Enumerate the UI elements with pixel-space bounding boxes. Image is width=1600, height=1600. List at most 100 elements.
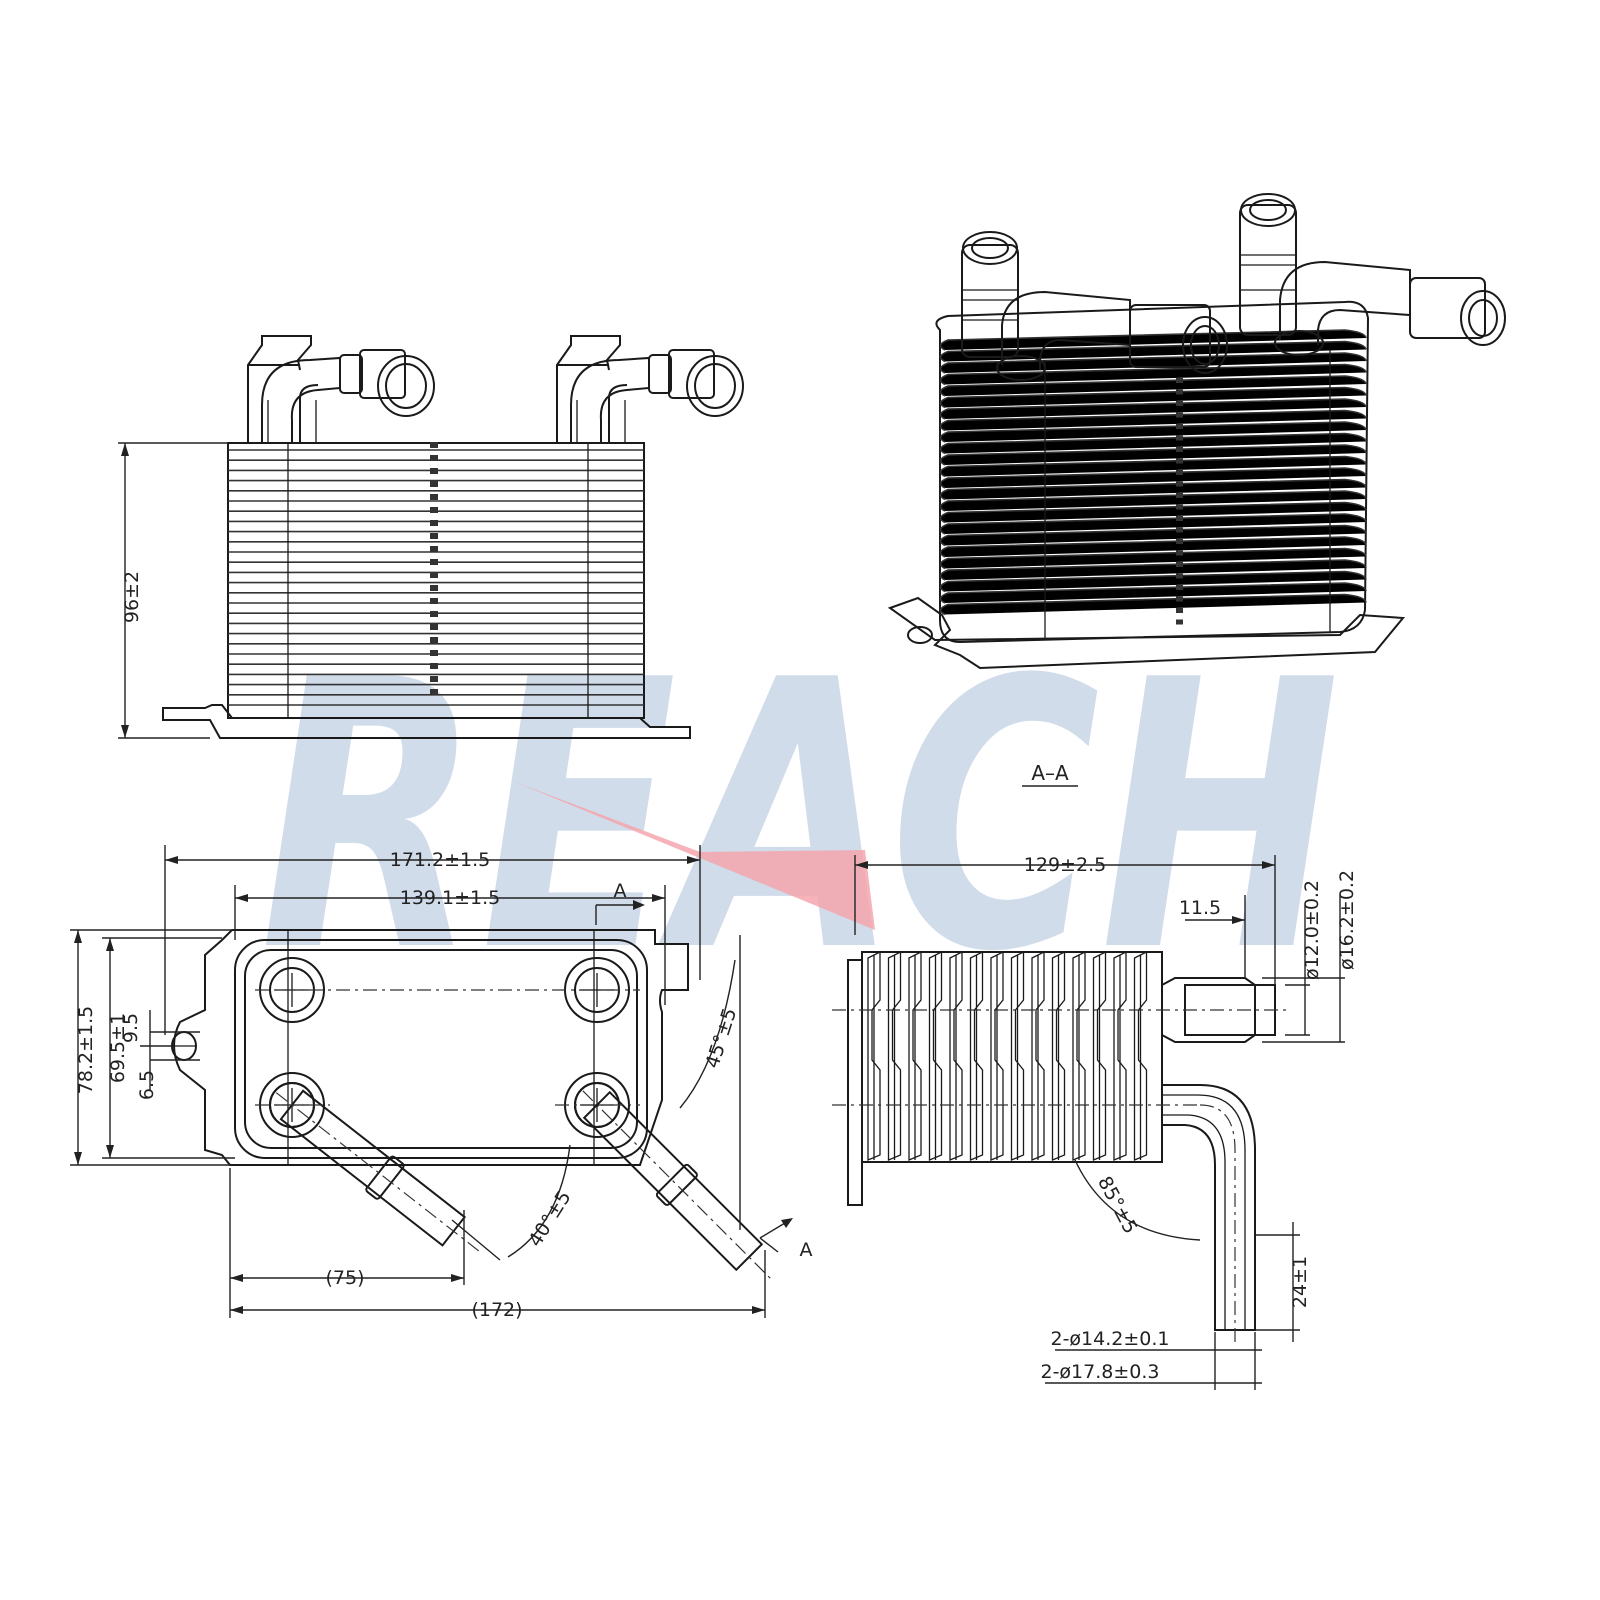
- dim-spacing-inner: (75): [229, 1168, 465, 1318]
- dim-tube-diameters: 2-ø14.2±0.1 2-ø17.8±0.3: [1040, 1328, 1262, 1390]
- section-plates: [867, 950, 1148, 1161]
- fin-notch: [430, 598, 438, 604]
- fin-line-iso: [939, 340, 1367, 363]
- fin-notch-iso: [1176, 435, 1183, 441]
- section-plate: [867, 950, 881, 1161]
- dim-core-width: 139.1±1.5: [234, 885, 666, 1005]
- dim-dia-17: 2-ø17.8±0.3: [1040, 1361, 1159, 1383]
- fin-notch: [430, 455, 438, 461]
- section-plate: [1031, 950, 1045, 1161]
- section-plate: [1051, 950, 1066, 1161]
- dim-hole-offset: 9.5 6.5: [120, 1010, 200, 1100]
- dim-dia-14: 2-ø14.2±0.1: [1050, 1328, 1169, 1350]
- dim-96: 96±2: [121, 571, 143, 623]
- outer-plate-top: [173, 929, 689, 1166]
- fin-notch: [430, 611, 438, 617]
- core-body-iso: [935, 300, 1370, 644]
- fin-notch-iso: [1176, 585, 1183, 590]
- fin-notch-iso: [1176, 458, 1183, 464]
- fin-notch-iso: [1176, 527, 1183, 533]
- cooling-fins-side: [228, 449, 644, 706]
- fin-notch: [430, 546, 438, 552]
- dim-angle-left: 40°±5: [451, 1144, 576, 1261]
- fin-line-iso: [939, 547, 1367, 570]
- fin-notch-iso: [1176, 504, 1183, 510]
- fin-line-iso: [939, 352, 1367, 374]
- section-mark-a-top: A: [614, 880, 627, 902]
- fin-notch-iso: [1176, 378, 1183, 383]
- fin-notch: [430, 494, 438, 500]
- inner-plate-top: [234, 939, 648, 1159]
- fin-notch-iso: [1176, 470, 1183, 475]
- fin-line-iso: [939, 455, 1367, 478]
- dim-172: (172): [471, 1299, 522, 1321]
- fin-line-iso: [939, 421, 1367, 443]
- fin-line-iso: [939, 409, 1367, 432]
- fin-line-iso: [939, 444, 1367, 466]
- fin-notch-iso: [1176, 424, 1183, 429]
- section-mark-a-bottom: A: [800, 1239, 813, 1261]
- fin-notch-iso: [1176, 539, 1183, 544]
- dim-139: 139.1±1.5: [400, 887, 501, 909]
- iso-elbow-right: [1274, 260, 1506, 356]
- fin-notch-iso: [1176, 481, 1183, 487]
- fin-notch-iso: [1176, 619, 1183, 625]
- section-outlet-straight: [832, 977, 1290, 1043]
- fin-notch: [430, 533, 438, 539]
- fin-notch: [430, 481, 438, 487]
- fin-notch-iso: [1176, 447, 1183, 452]
- fin-notch-iso: [1176, 493, 1183, 498]
- fin-notch: [430, 520, 438, 526]
- section-plate: [990, 950, 1004, 1161]
- section-plate: [1113, 950, 1127, 1161]
- fin-notch-iso: [1176, 550, 1183, 556]
- section-plate: [1133, 950, 1148, 1161]
- base-plate-side: [162, 704, 691, 739]
- logo-red-accent: [515, 782, 875, 930]
- fin-notch-iso: [1176, 596, 1183, 602]
- dim-9-5: 9.5: [120, 1013, 142, 1043]
- dim-6-5: 6.5: [136, 1070, 158, 1100]
- fin-notch: [430, 559, 438, 565]
- fin-notch: [430, 507, 438, 513]
- dim-78: 78.2±1.5: [75, 1006, 97, 1094]
- fin-line-iso: [939, 524, 1367, 547]
- section-title: A–A: [1031, 761, 1069, 785]
- section-mark-bottom: A: [759, 1218, 813, 1261]
- section-plate: [928, 950, 943, 1161]
- dim-dia-12: ø12.0±0.2: [1301, 880, 1323, 980]
- fin-notch-iso: [1176, 401, 1183, 406]
- fin-notch: [430, 442, 438, 448]
- fin-notch: [430, 637, 438, 643]
- fin-line-iso: [939, 467, 1367, 489]
- fin-notch: [430, 624, 438, 630]
- fin-line-iso: [939, 559, 1367, 581]
- fin-line-iso: [939, 398, 1367, 420]
- dim-overall-height: 78.2±1.5: [70, 929, 232, 1166]
- dim-core-height: 69.5±1: [102, 937, 235, 1159]
- fin-notches-side: [430, 442, 438, 695]
- fin-line-iso: [939, 363, 1367, 386]
- right-fitting-side: [556, 335, 744, 443]
- fin-line-iso: [939, 536, 1367, 558]
- dim-tube-length: 24±1: [1255, 1222, 1311, 1342]
- iso-stub-left: [961, 231, 1019, 358]
- section-plate: [887, 950, 902, 1161]
- dim-section-offset: 11.5: [1179, 895, 1246, 978]
- section-plate: [969, 950, 984, 1161]
- fin-notch: [430, 650, 438, 656]
- dim-overall-width: 171.2±1.5: [164, 845, 701, 1035]
- side-view: 96±2: [118, 335, 744, 739]
- dim-spacing-outer: (172): [230, 1250, 766, 1321]
- section-outlet-bent: [832, 1084, 1256, 1345]
- fin-notch: [430, 676, 438, 682]
- section-plate: [908, 950, 922, 1161]
- fin-line-iso: [939, 513, 1367, 535]
- fin-notch: [430, 468, 438, 474]
- fin-line-iso: [939, 570, 1367, 593]
- fin-line-iso: [939, 432, 1367, 455]
- fin-notch: [430, 663, 438, 669]
- fin-line-iso: [939, 490, 1367, 512]
- logo-text: REACH: [260, 603, 1340, 1033]
